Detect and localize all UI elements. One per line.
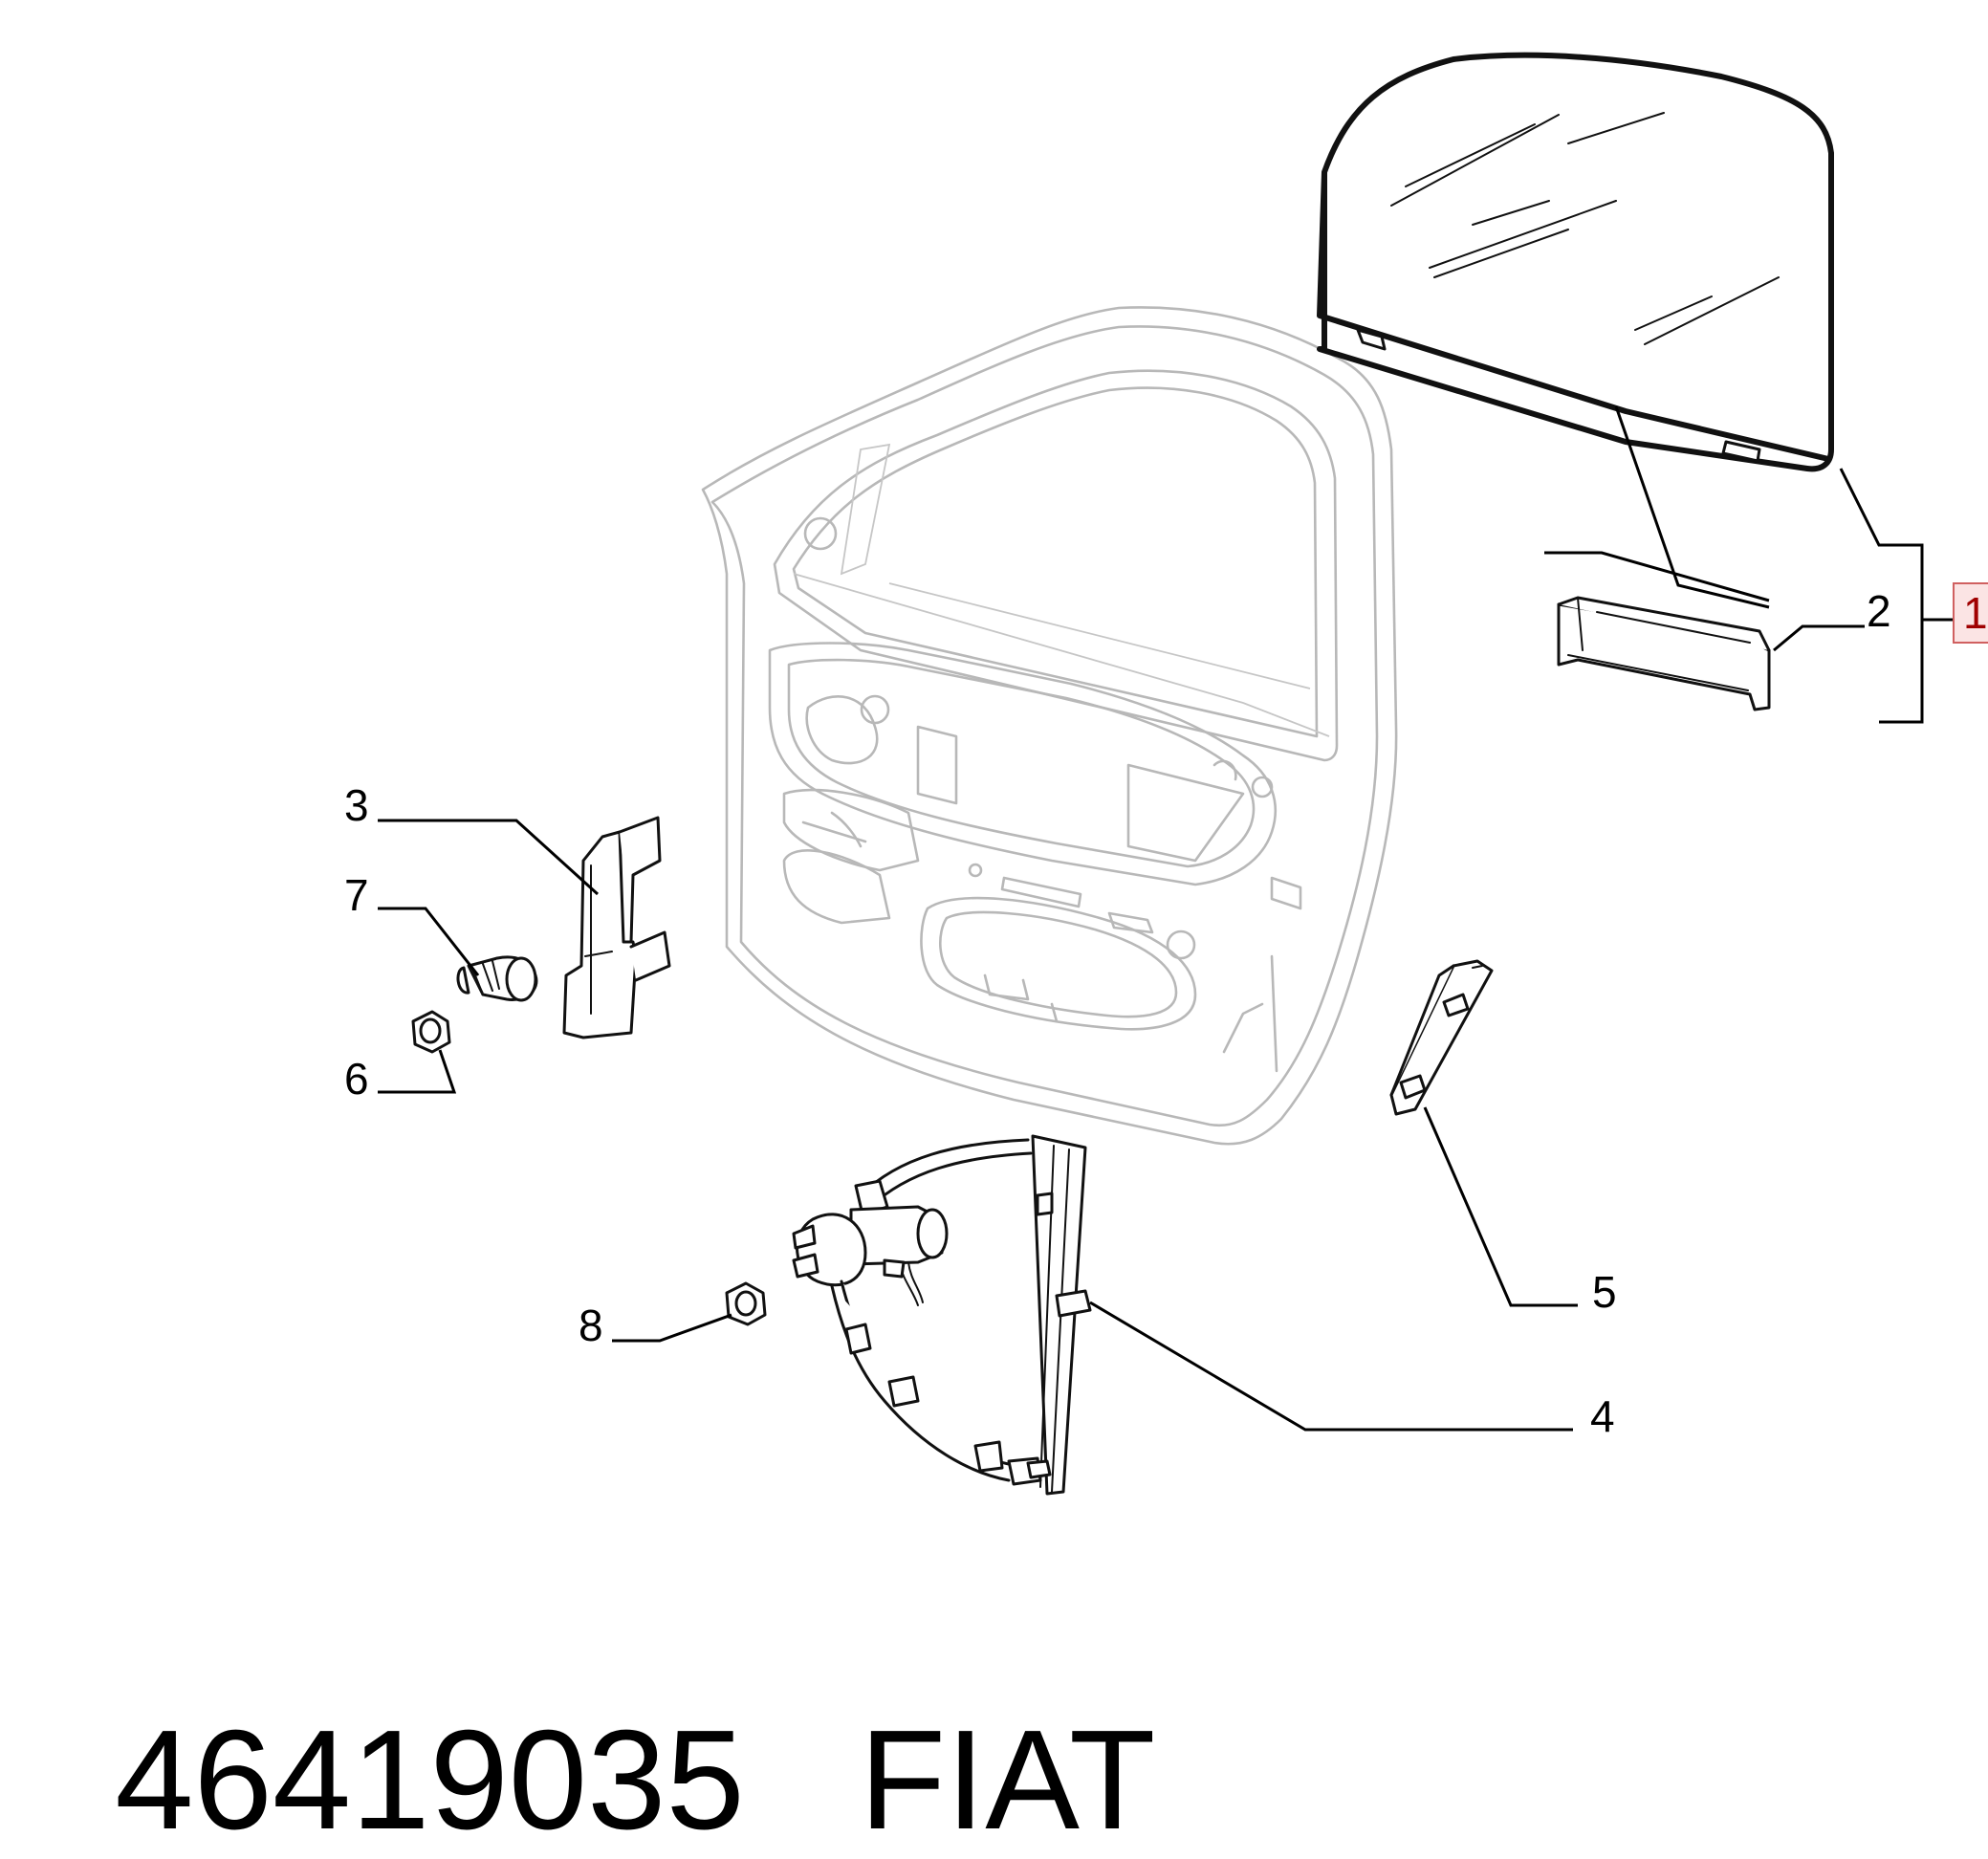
nut-6 — [411, 1010, 451, 1054]
callout-1: 1 — [1963, 588, 1988, 638]
guide-rail-front — [1389, 959, 1494, 1116]
callout-3: 3 — [344, 780, 369, 830]
nut-8 — [725, 1281, 767, 1326]
exploded-parts-diagram: 1 2 3 7 6 5 4 8 — [344, 52, 1988, 1496]
callout-6: 6 — [344, 1054, 369, 1104]
callout-5: 5 — [1592, 1267, 1617, 1317]
guide-rail-rear — [562, 816, 671, 1039]
brand-name: FIAT — [859, 1701, 1156, 1859]
door-frame-ghost — [701, 306, 1398, 1146]
callout-4: 4 — [1590, 1391, 1615, 1441]
callout-2: 2 — [1867, 586, 1891, 636]
callout-7: 7 — [344, 870, 369, 920]
window-regulator-motor — [792, 1134, 1092, 1496]
door-glass — [1317, 52, 1834, 472]
part-number: 46419035 — [115, 1701, 745, 1859]
glass-channel — [1557, 596, 1771, 711]
callout-labels: 1 2 3 7 6 5 4 8 — [344, 582, 1988, 1441]
bolt — [456, 955, 538, 1002]
leader-lines — [378, 405, 1955, 1432]
callout-8: 8 — [579, 1301, 603, 1350]
reference-box — [1953, 582, 1988, 644]
